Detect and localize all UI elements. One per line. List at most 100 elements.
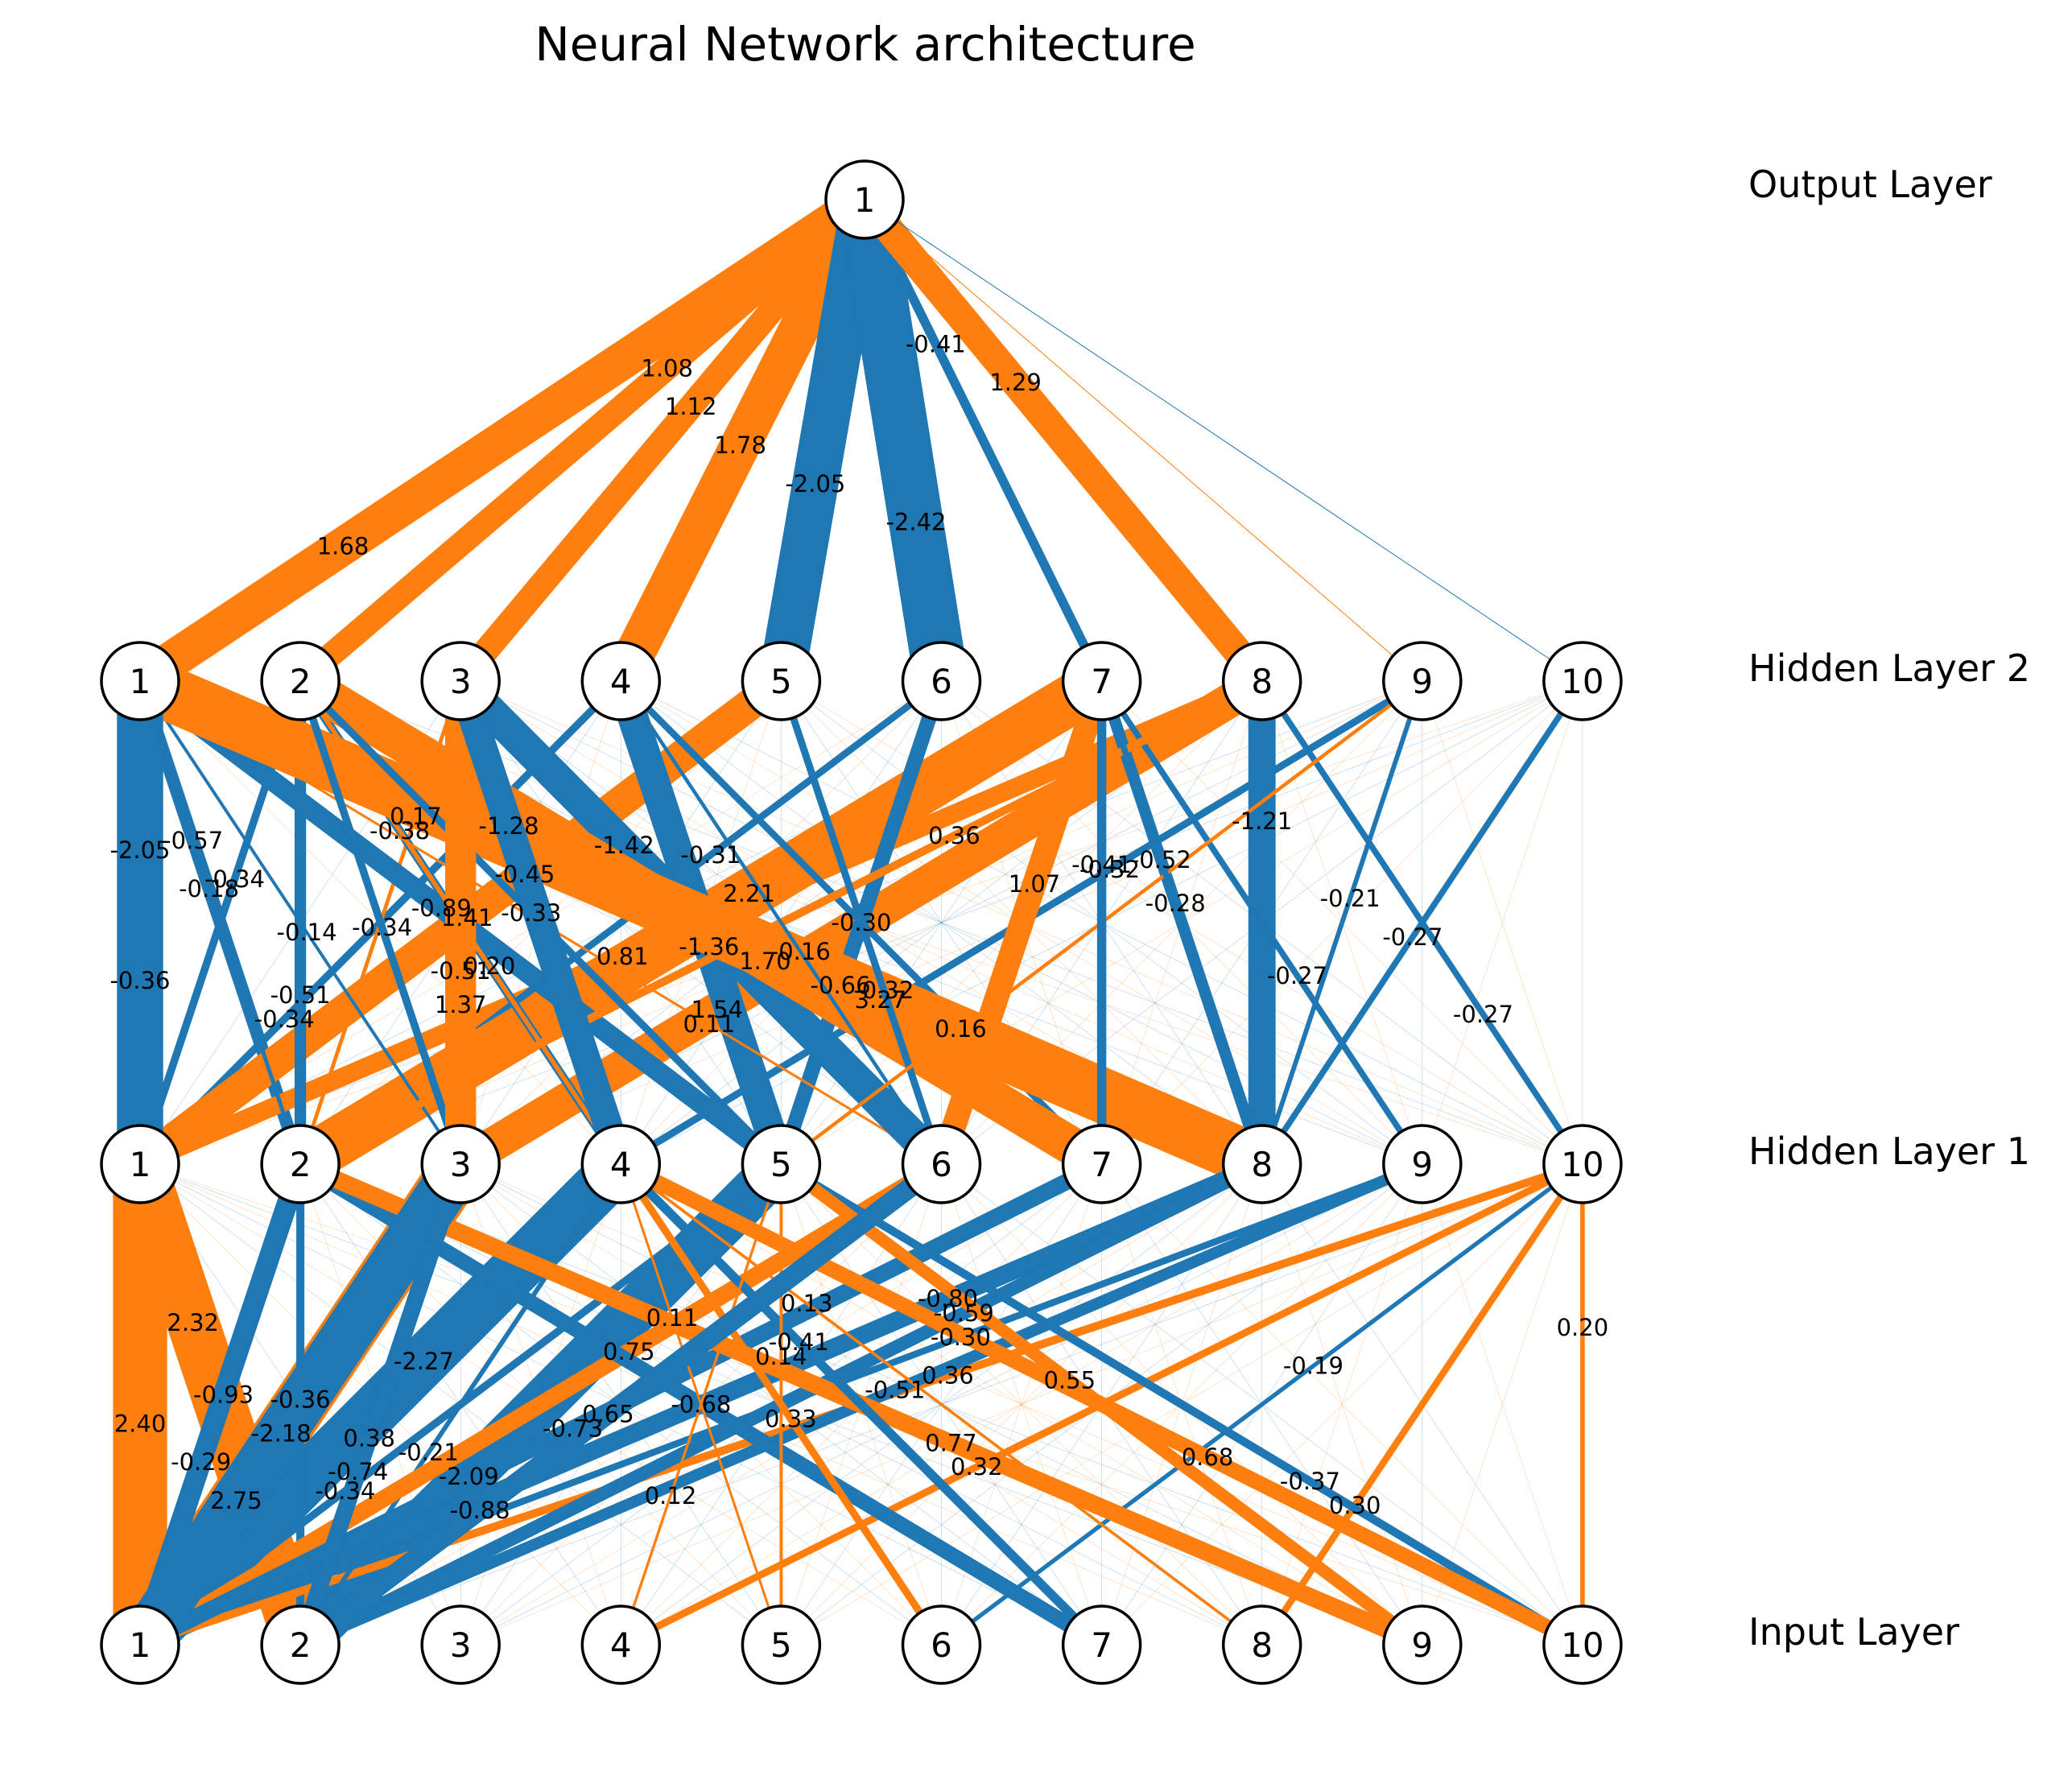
weight-label: -2.05 <box>785 470 845 498</box>
weight-label: -2.09 <box>439 1463 499 1490</box>
connection-line <box>778 1160 1585 1649</box>
weight-label: 0.14 <box>755 1343 807 1370</box>
connection-line <box>864 199 1583 682</box>
node-label: 6 <box>931 1625 952 1665</box>
faint-connection-line <box>941 1163 1102 1646</box>
weight-label: -0.93 <box>193 1381 254 1409</box>
node-circle <box>1542 1604 1623 1685</box>
weight-label: -0.37 <box>1280 1468 1340 1495</box>
weight-label: 0.81 <box>596 943 649 970</box>
faint-connection-line <box>299 680 1583 1165</box>
weight-label: -1.21 <box>1232 807 1292 835</box>
node: 5 <box>741 1604 822 1685</box>
node: 7 <box>1061 641 1142 721</box>
connection-line <box>939 1162 1584 1647</box>
weight-label: 0.33 <box>765 1405 817 1432</box>
node: 9 <box>1382 641 1463 721</box>
diagram-title: Neural Network architecture <box>535 17 1195 72</box>
weight-label: 0.13 <box>781 1290 833 1317</box>
weight-label: -2.27 <box>394 1348 454 1375</box>
node-circle <box>1061 1124 1142 1204</box>
weight-label: -0.73 <box>543 1415 603 1442</box>
weight-label: -0.41 <box>769 1328 829 1356</box>
node: 1 <box>824 159 905 240</box>
node-label: 3 <box>450 1145 472 1184</box>
node-circle <box>260 1124 341 1204</box>
node: 3 <box>420 1604 501 1685</box>
faint-connection-line <box>1422 680 1583 1165</box>
weight-label: -0.34 <box>204 865 265 893</box>
weight-label: -0.32 <box>853 977 914 1004</box>
node-label: 1 <box>130 1625 151 1665</box>
node-circle <box>1542 1124 1623 1204</box>
node-label: 1 <box>130 1145 151 1184</box>
connections-group <box>113 184 1587 1663</box>
node: 2 <box>260 1124 341 1204</box>
node: 8 <box>1221 641 1302 721</box>
node-circle <box>1382 641 1463 721</box>
node-label: 2 <box>290 1625 312 1665</box>
connection-line <box>292 190 873 691</box>
weight-label: -0.74 <box>328 1458 388 1485</box>
faint-connection-line <box>781 1163 1262 1646</box>
node: 7 <box>1061 1124 1142 1204</box>
weight-label: -0.68 <box>671 1391 731 1419</box>
node-label: 8 <box>1251 1145 1273 1184</box>
weight-label: -0.27 <box>1453 1001 1513 1028</box>
node-circle <box>901 641 982 721</box>
weight-label: -0.32 <box>1079 856 1140 883</box>
node-circle <box>100 1604 180 1685</box>
weight-label: -0.57 <box>163 827 223 854</box>
node-circle <box>260 641 341 721</box>
weight-label: 1.78 <box>714 432 766 459</box>
node-label: 2 <box>290 1145 312 1184</box>
node-circle <box>1221 1604 1302 1685</box>
node-label: 6 <box>931 1145 952 1184</box>
faint-connection-line <box>1101 1163 1583 1646</box>
node-label: 9 <box>1411 662 1433 701</box>
node-label: 7 <box>1091 1625 1112 1665</box>
weight-label: 0.75 <box>603 1338 655 1365</box>
weight-label: 1.54 <box>691 996 743 1023</box>
connection-line <box>119 1150 481 1658</box>
weight-label: 1.08 <box>641 354 693 382</box>
weight-label: 2.40 <box>114 1410 167 1437</box>
connection-line <box>1099 679 1425 1167</box>
weight-label: -0.38 <box>369 817 430 845</box>
weight-label: -0.51 <box>270 981 331 1009</box>
weight-label: -0.36 <box>270 1386 331 1414</box>
node-label: 7 <box>1091 662 1112 701</box>
weight-label: 1.70 <box>739 948 791 975</box>
weight-label: 0.36 <box>928 822 980 849</box>
connection-line <box>620 1163 1263 1646</box>
weight-label: 0.36 <box>922 1362 974 1390</box>
node-label: 8 <box>1251 662 1273 701</box>
node-label: 8 <box>1251 1625 1273 1665</box>
node: 6 <box>901 1604 982 1685</box>
connection-line <box>129 184 876 697</box>
weight-label: 1.29 <box>989 369 1042 396</box>
node: 10 <box>1542 1124 1623 1204</box>
node-circle <box>741 1124 822 1204</box>
node-label: 9 <box>1411 1625 1433 1665</box>
weight-label: 2.21 <box>723 880 775 907</box>
node-circle <box>260 1604 341 1685</box>
weight-label: -0.29 <box>171 1448 231 1476</box>
node: 2 <box>260 1604 341 1685</box>
node-circle <box>580 1124 662 1204</box>
node-label: 10 <box>1561 1145 1604 1184</box>
node: 6 <box>901 641 982 721</box>
weight-label: 1.68 <box>317 533 369 560</box>
weight-label: -0.30 <box>931 1324 991 1351</box>
weight-label: -0.89 <box>411 894 472 922</box>
node: 2 <box>260 641 341 721</box>
weight-label: 2.75 <box>210 1487 262 1514</box>
weight-label: -0.34 <box>315 1477 375 1505</box>
weight-label: -0.31 <box>680 841 741 869</box>
weight-label: -1.42 <box>594 832 654 859</box>
node-label: 1 <box>854 180 876 220</box>
connection-line <box>853 190 1273 691</box>
node: 5 <box>741 641 822 721</box>
faint-connection-line <box>621 680 1262 1165</box>
